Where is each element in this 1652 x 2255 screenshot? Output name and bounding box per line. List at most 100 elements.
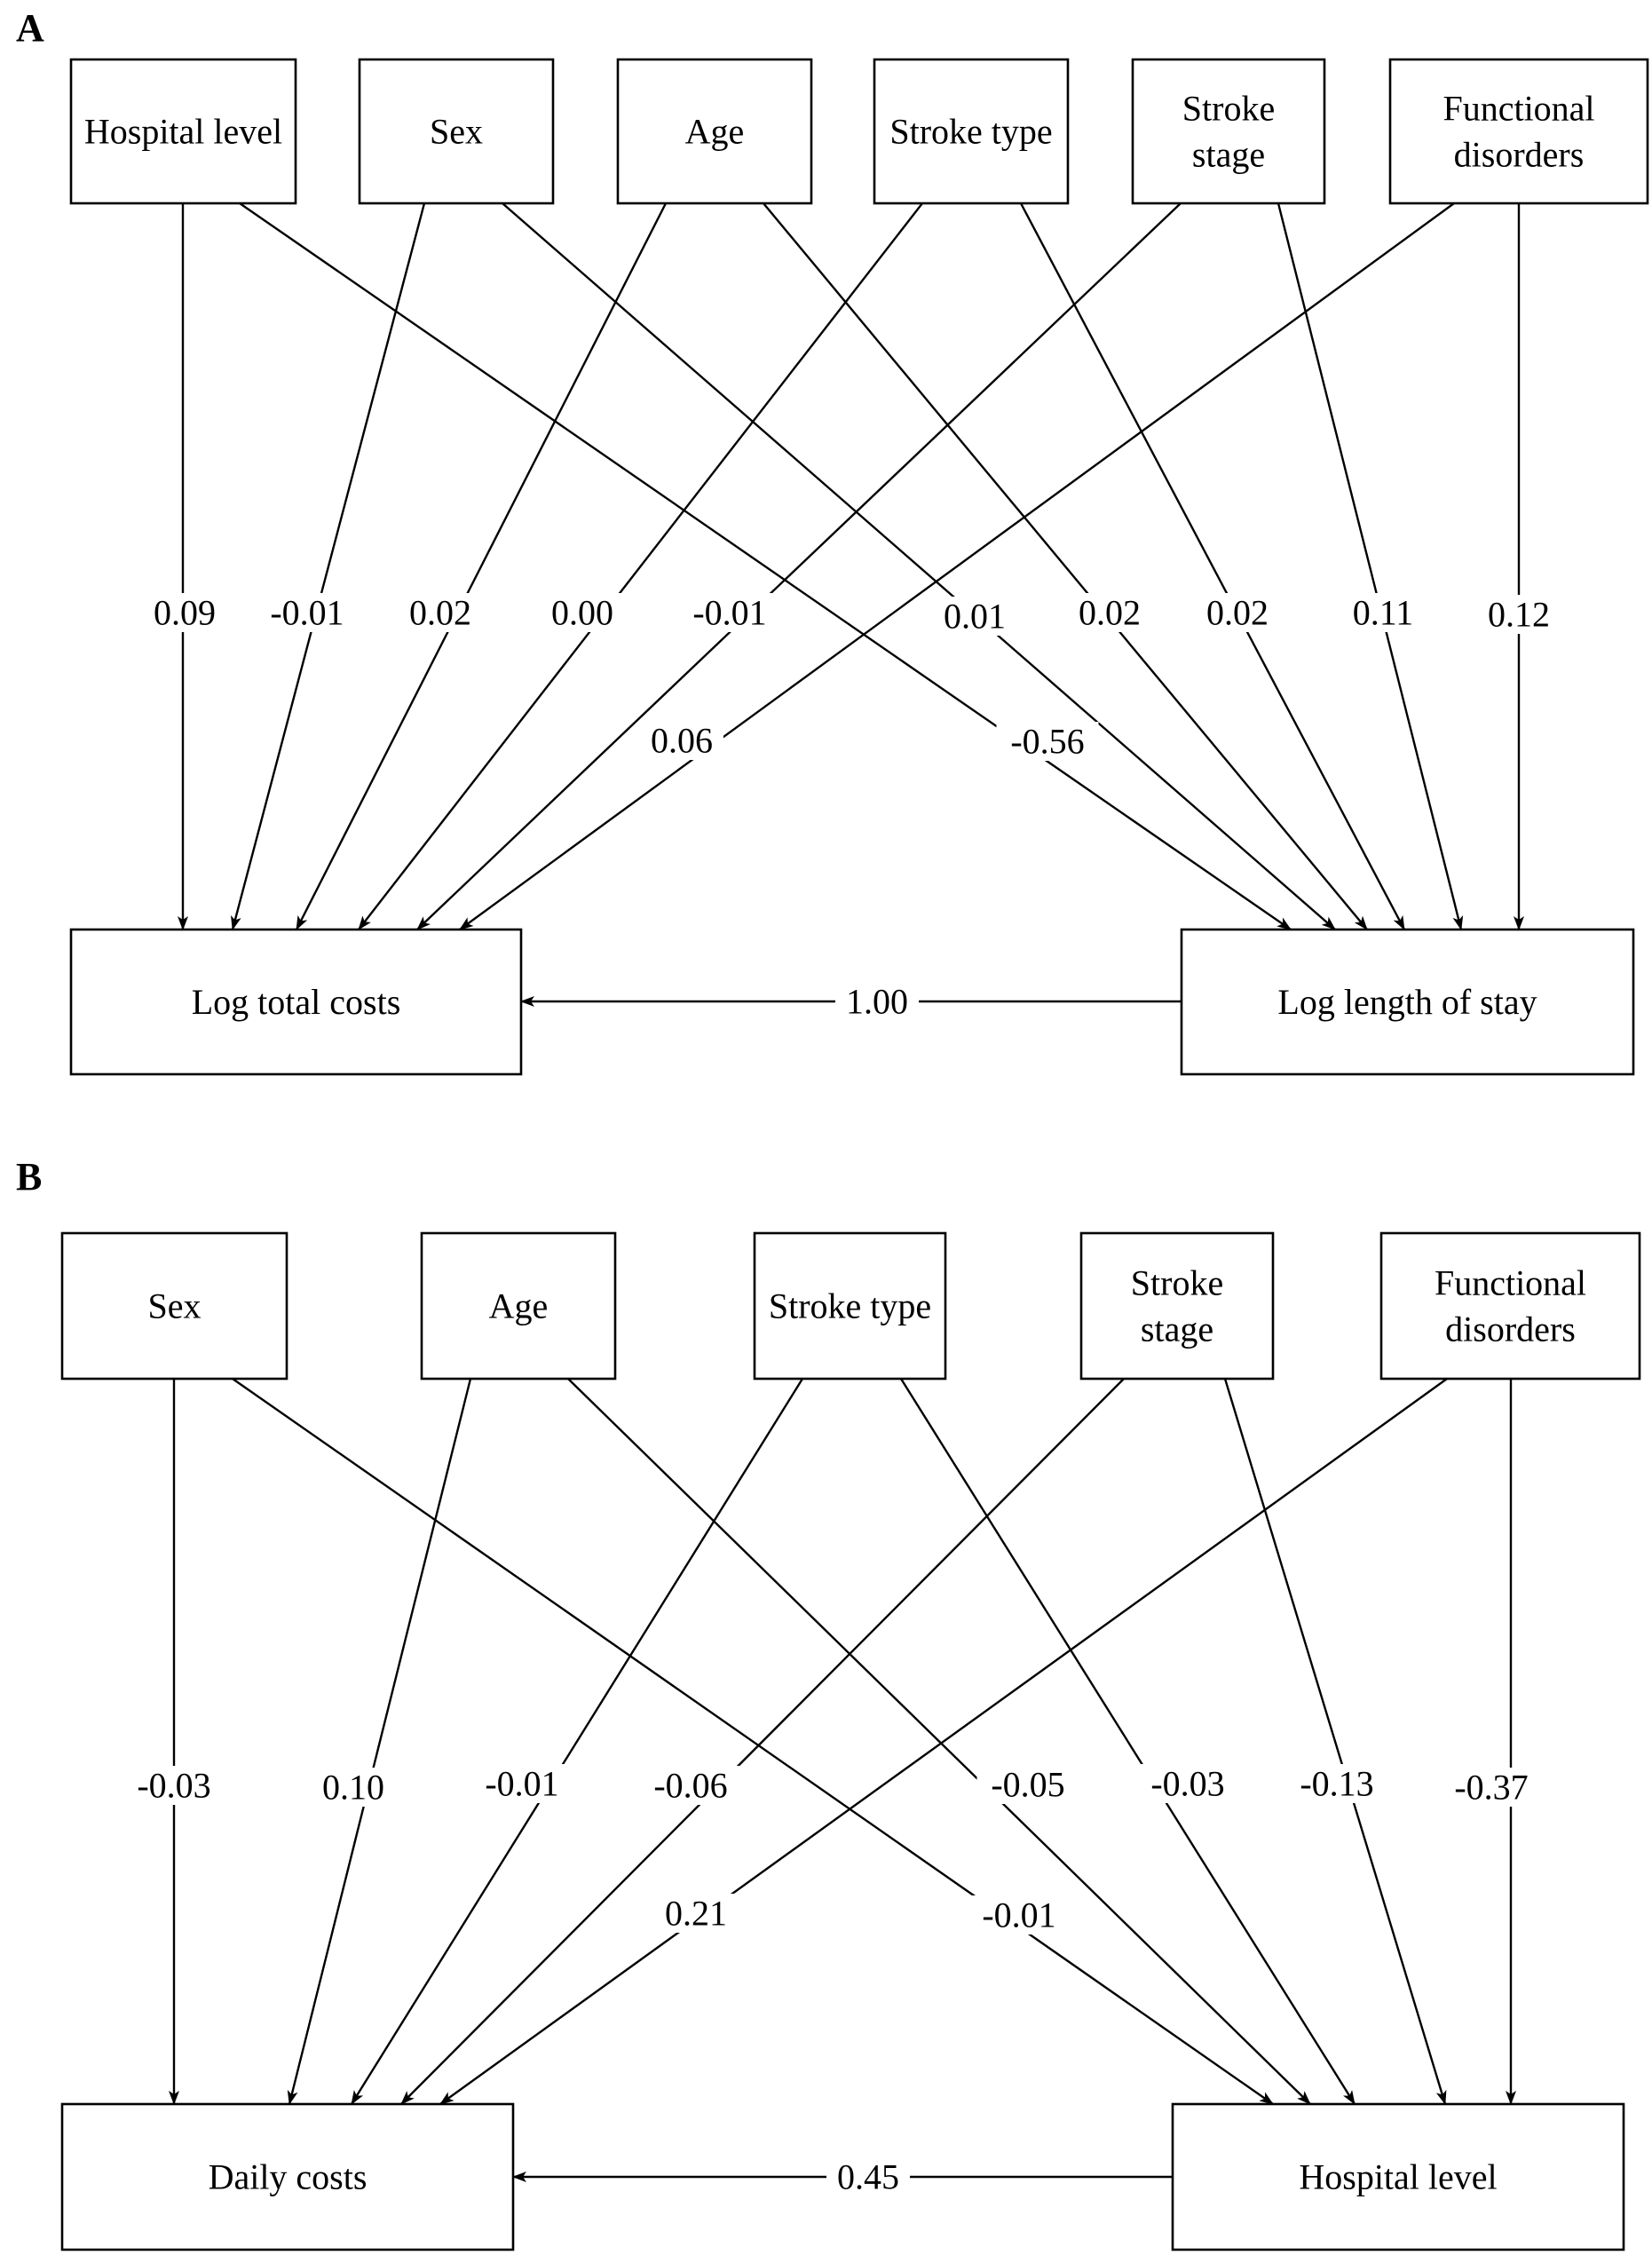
panel-label-b: B xyxy=(16,1155,42,1199)
edge-arrow-b-stroketype-to-b-hospital xyxy=(899,1378,1356,2105)
edge-coefficient-label: 0.02 xyxy=(1079,593,1141,633)
node-b-hospital: Hospital level xyxy=(1171,2102,1625,2251)
edge-coefficient-label: 0.06 xyxy=(651,721,713,761)
edge-arrow-b-functional-to-b-dailycosts xyxy=(439,1378,1448,2105)
edge-label-bg xyxy=(1477,595,1561,634)
edge-label-bg xyxy=(1068,593,1151,632)
edge-coefficient-label: -0.03 xyxy=(1150,1764,1224,1804)
edge-arrow-a-stroketype-to-a-totalcosts xyxy=(358,202,923,930)
edge-coefficient-label: -0.06 xyxy=(653,1766,727,1806)
edge-coefficient-label: -0.03 xyxy=(137,1766,210,1806)
node-label: Stroke xyxy=(1182,89,1275,129)
node-label: disorders xyxy=(1445,1309,1576,1349)
node-box xyxy=(60,2102,515,2251)
node-box xyxy=(1388,58,1649,205)
node-label: Hospital level xyxy=(84,112,282,152)
edge-coefficient-label: -0.01 xyxy=(485,1764,558,1804)
node-label: Age xyxy=(489,1286,549,1326)
node-box xyxy=(1079,1231,1275,1381)
edge-coefficient-label: 0.11 xyxy=(1353,593,1414,633)
node-b-strokestage: Stroke stage xyxy=(1079,1231,1275,1381)
node-a-age: Age xyxy=(616,58,813,205)
node-label: Hospital level xyxy=(1299,2157,1497,2197)
edge-label-bg xyxy=(123,1766,225,1805)
edge-label-bg xyxy=(143,593,226,632)
edge-label-bg xyxy=(976,1765,1079,1804)
node-label: disorders xyxy=(1454,135,1585,175)
node-box xyxy=(616,58,813,205)
node-b-stroketype: Stroke type xyxy=(753,1231,947,1381)
node-box xyxy=(1379,1231,1641,1381)
edge-label-bg xyxy=(640,721,723,760)
node-label: stage xyxy=(1141,1309,1213,1349)
node-b-age: Age xyxy=(420,1231,617,1381)
node-label: Sex xyxy=(148,1286,202,1326)
edge-label-bg xyxy=(1285,1764,1388,1803)
edge-coefficient-label: -0.37 xyxy=(1454,1768,1528,1808)
edge-coefficient-label: -0.05 xyxy=(991,1765,1064,1805)
edge-arrow-b-age-to-b-dailycosts xyxy=(287,1378,472,2105)
node-b-dailycosts: Daily costs xyxy=(60,2102,515,2251)
edge-coefficient-label: 0.21 xyxy=(665,1894,727,1934)
node-a-sex: Sex xyxy=(358,58,555,205)
node-a-strokestage: Stroke stage xyxy=(1131,58,1326,205)
node-label: Functional xyxy=(1443,89,1594,129)
edge-arrow-a-functional-to-a-totalcosts xyxy=(459,202,1455,930)
edge-coefficient-label: -0.01 xyxy=(692,593,766,633)
node-box xyxy=(1171,2102,1625,2251)
node-box xyxy=(1180,928,1635,1076)
edge-coefficient-label: 0.01 xyxy=(944,597,1006,637)
edge-coefficient-label: 1.00 xyxy=(846,982,908,1022)
edge-arrow-b-strokestage-to-b-dailycosts xyxy=(400,1378,1125,2105)
edge-coefficient-label: 0.45 xyxy=(837,2157,899,2197)
node-box xyxy=(873,58,1070,205)
node-a-hospital: Hospital level xyxy=(69,58,297,205)
edge-coefficient-label: -0.13 xyxy=(1300,1764,1373,1804)
edge-label-bg xyxy=(399,593,482,632)
panel-label-a: A xyxy=(16,6,44,50)
edge-arrow-a-sex-to-a-totalcosts xyxy=(231,202,426,930)
edge-coefficient-label: 0.10 xyxy=(322,1768,384,1808)
edge-label-bg xyxy=(1341,593,1425,632)
node-label: stage xyxy=(1192,135,1265,175)
edge-label-bg xyxy=(678,593,781,632)
edge-label-bg xyxy=(312,1768,395,1807)
edge-label-bg xyxy=(256,593,359,632)
node-box xyxy=(753,1231,947,1381)
node-label: Daily costs xyxy=(209,2157,368,2197)
edge-arrow-b-age-to-b-hospital xyxy=(567,1378,1311,2105)
edge-label-bg xyxy=(1136,1764,1239,1803)
edge-label-bg xyxy=(968,1895,1071,1935)
node-label: Functional xyxy=(1435,1263,1586,1303)
node-b-functional: Functional disorders xyxy=(1379,1231,1641,1381)
node-label: Stroke xyxy=(1131,1263,1223,1303)
edge-label-bg xyxy=(654,1894,738,1933)
node-label: Stroke type xyxy=(889,112,1052,152)
edge-label-bg xyxy=(933,597,1016,636)
edge-coefficient-label: 0.02 xyxy=(1206,593,1269,633)
edge-arrow-a-strokestage-to-a-los xyxy=(1277,202,1464,930)
edge-coefficient-label: 0.00 xyxy=(551,593,613,633)
edge-coefficient-label: -0.01 xyxy=(982,1895,1055,1935)
edge-arrow-a-strokestage-to-a-totalcosts xyxy=(416,202,1182,930)
edge-coefficient-label: 0.12 xyxy=(1488,595,1550,635)
edge-label-bg xyxy=(996,722,1099,761)
edge-arrow-a-hospital-to-a-los xyxy=(239,202,1292,930)
node-label: Sex xyxy=(430,112,483,152)
edge-label-bg xyxy=(826,2157,910,2196)
node-box xyxy=(358,58,555,205)
edge-arrow-a-age-to-a-totalcosts xyxy=(295,202,668,930)
node-label: Stroke type xyxy=(769,1286,931,1326)
edge-arrow-b-strokestage-to-b-hospital xyxy=(1223,1378,1447,2105)
node-label: Log length of stay xyxy=(1277,982,1537,1022)
node-a-los: Log length of stay xyxy=(1180,928,1635,1076)
node-b-sex: Sex xyxy=(60,1231,289,1381)
node-box xyxy=(69,58,297,205)
edge-label-bg xyxy=(470,1764,573,1803)
edge-label-bg xyxy=(1196,593,1279,632)
edge-arrow-b-sex-to-b-hospital xyxy=(232,1378,1274,2105)
edge-coefficient-label: -0.01 xyxy=(270,593,344,633)
node-box xyxy=(1131,58,1326,205)
node-a-functional: Functional disorders xyxy=(1388,58,1649,205)
